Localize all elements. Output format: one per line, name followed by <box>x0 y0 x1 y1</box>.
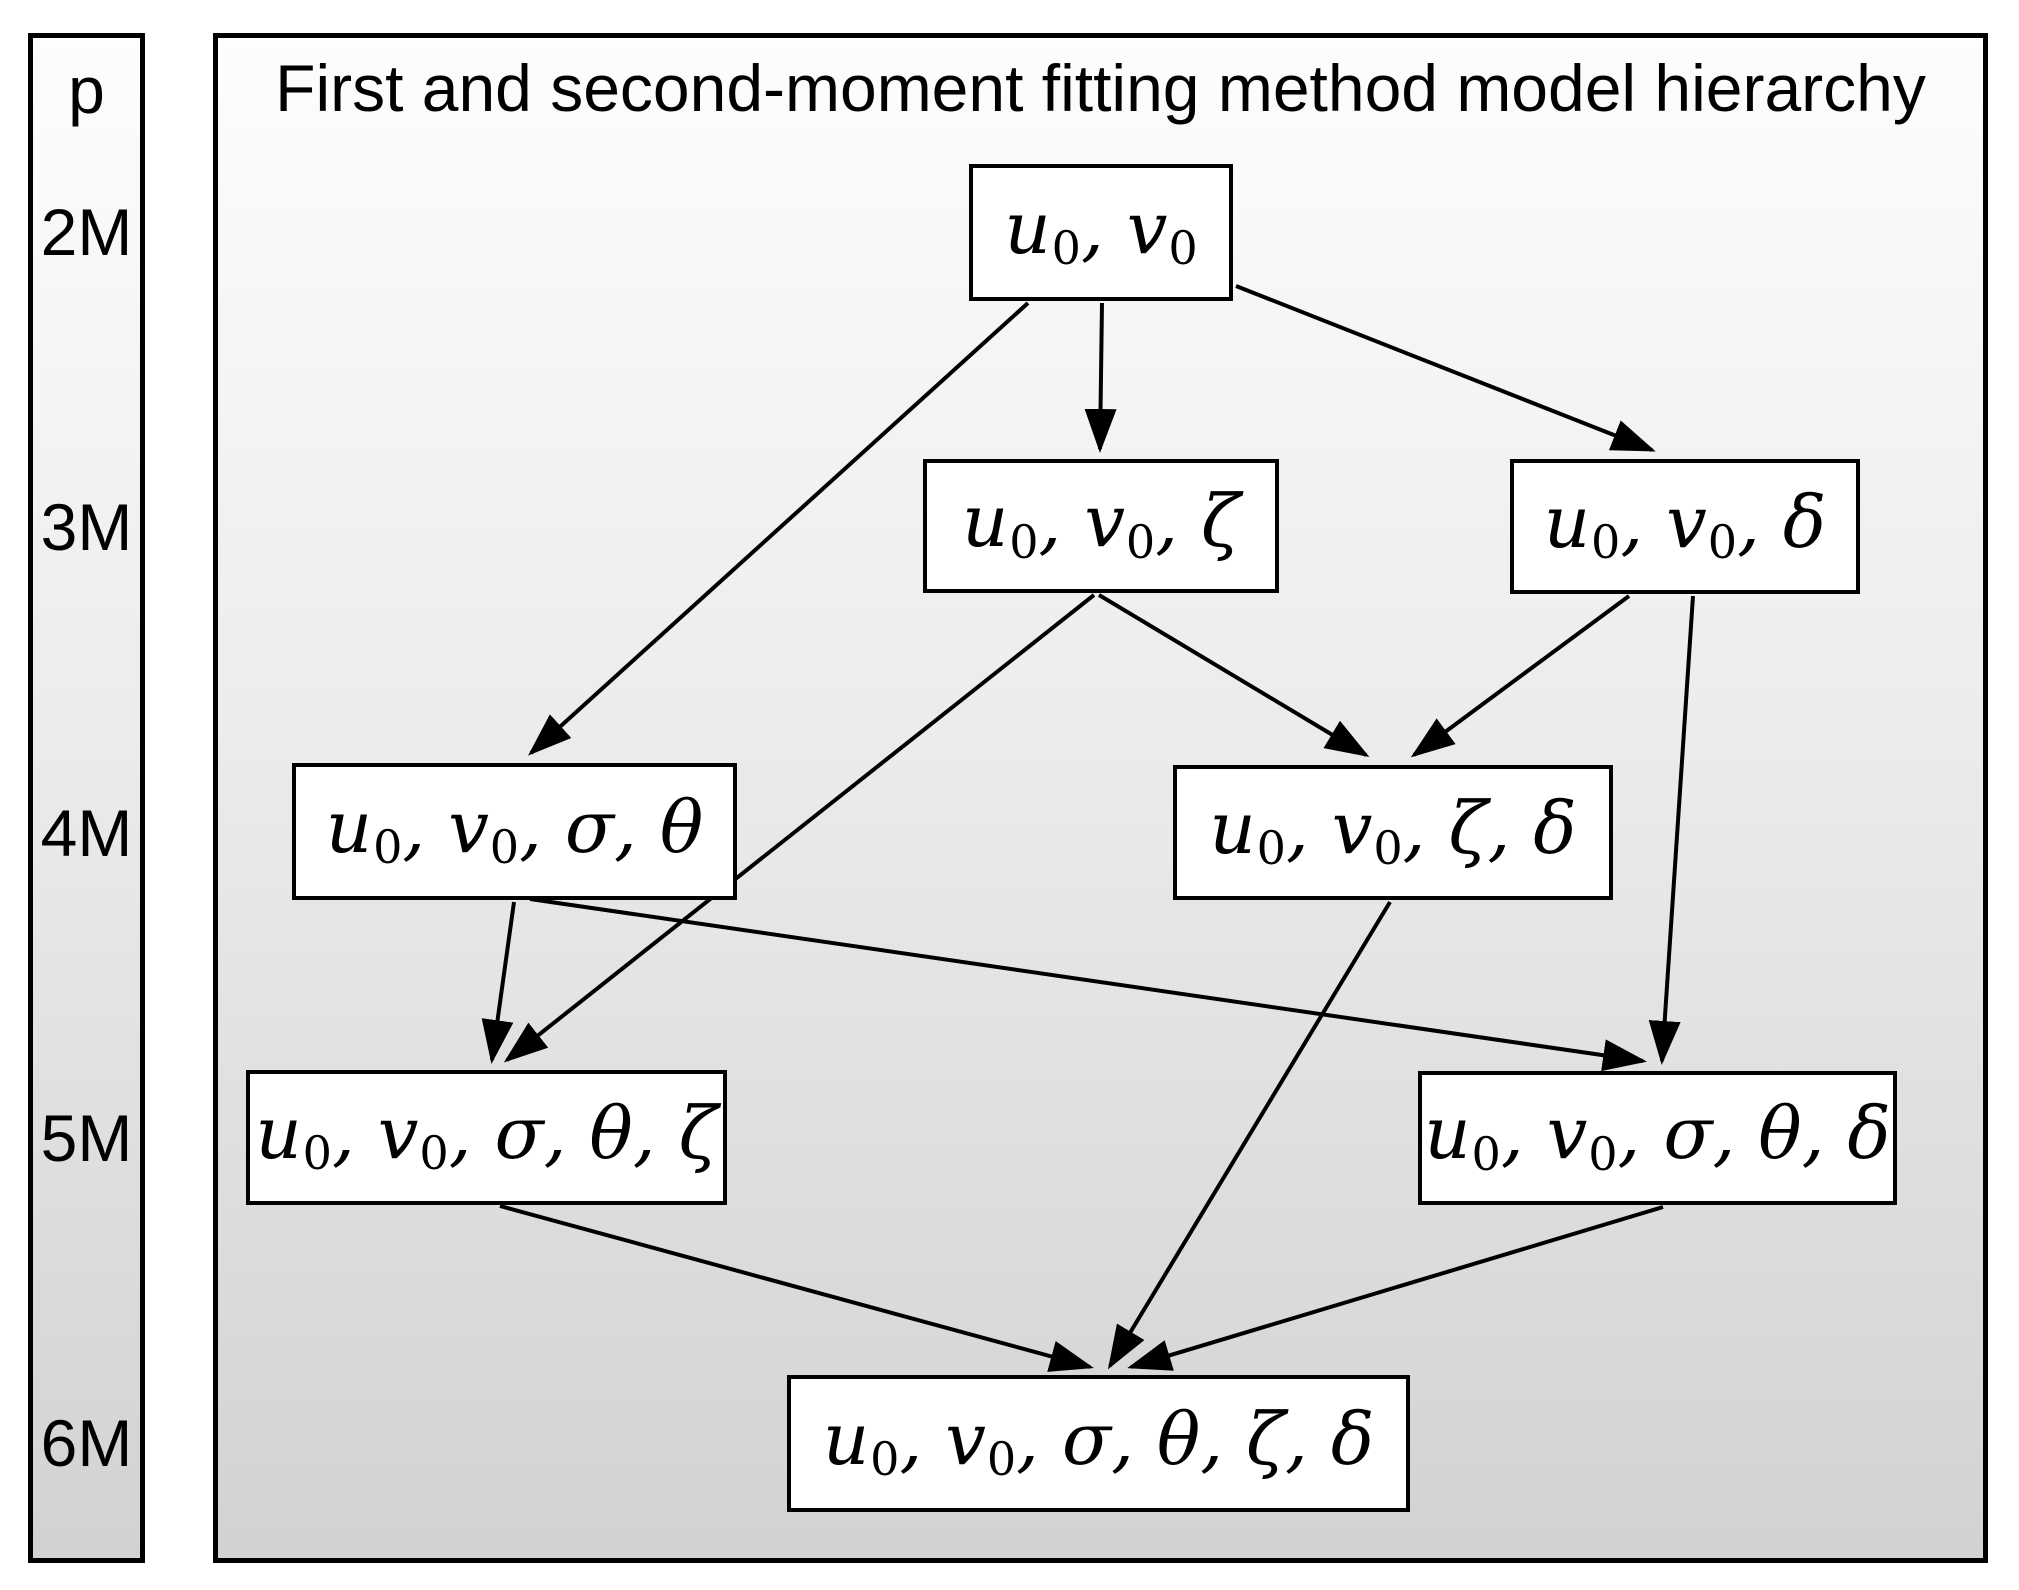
node-m4-sigma-theta: u0, v0, σ, θ <box>292 763 737 900</box>
parameter-count-sidebar <box>28 33 145 1563</box>
level-label-6M: 6M <box>40 1406 133 1480</box>
node-m3-delta: u0, v0, δ <box>1510 459 1860 594</box>
diagram-title: First and second-moment fitting method m… <box>275 51 1926 125</box>
node-label: u0, v0, δ <box>1543 479 1827 570</box>
node-m6: u0, v0, σ, θ, ζ, δ <box>787 1375 1410 1512</box>
node-m2: u0, v0 <box>969 164 1233 301</box>
node-label: u0, v0, σ, θ <box>325 784 704 875</box>
node-label: u0, v0 <box>1004 185 1198 276</box>
node-label: u0, v0, σ, θ, ζ, δ <box>822 1396 1375 1487</box>
node-label: u0, v0, σ, θ, ζ <box>255 1090 718 1181</box>
node-label: u0, v0, σ, θ, δ <box>1424 1091 1891 1181</box>
level-label-5M: 5M <box>40 1101 133 1175</box>
level-label-3M: 3M <box>40 490 133 564</box>
sidebar-header-p: p <box>68 53 105 127</box>
node-m4-zeta-delta: u0, v0, ζ, δ <box>1173 765 1613 900</box>
node-label: u0, v0, ζ <box>961 479 1241 569</box>
level-label-4M: 4M <box>40 796 133 870</box>
level-label-2M: 2M <box>40 195 133 269</box>
node-m5-sigma-theta-delta: u0, v0, σ, θ, δ <box>1418 1071 1897 1205</box>
node-label: u0, v0, ζ, δ <box>1209 785 1577 876</box>
node-m3-zeta: u0, v0, ζ <box>923 459 1279 593</box>
node-m5-sigma-theta-zeta: u0, v0, σ, θ, ζ <box>246 1070 727 1205</box>
